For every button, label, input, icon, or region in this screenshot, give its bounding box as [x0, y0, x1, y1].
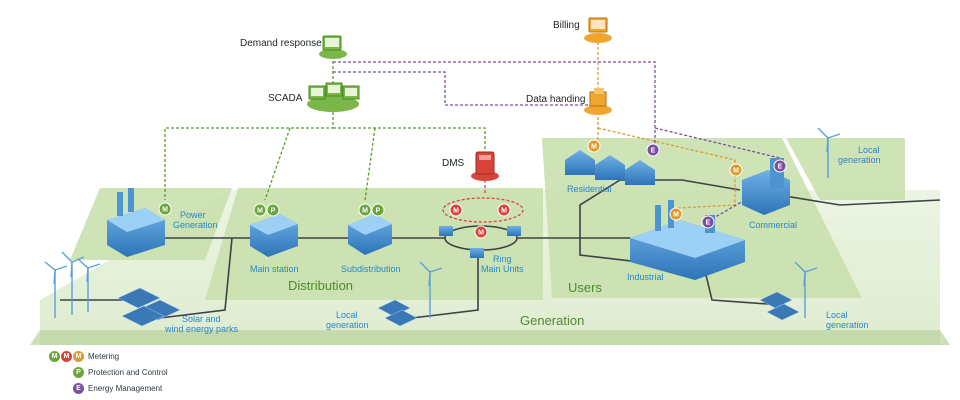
dms-label: DMS [442, 158, 465, 169]
solar-panels-left [117, 287, 181, 327]
subdistribution-metering-badge: M [358, 203, 372, 217]
industrial-energy-badge: E [701, 215, 715, 229]
scada-computers[interactable] [307, 82, 360, 112]
local-generation-top-label-1: Local [858, 145, 880, 155]
svg-text:M: M [673, 212, 679, 219]
svg-text:M: M [501, 208, 507, 215]
local-generation-center-label-1: Local [336, 310, 358, 320]
main-station-building [250, 214, 298, 257]
local-generation-top-label-2: generation [838, 155, 881, 165]
ring-metering-badge-left: M [449, 203, 463, 217]
solar-panels-center [377, 299, 418, 327]
svg-text:P: P [271, 208, 276, 215]
zone-label-users: Users [568, 280, 602, 295]
metering-red-icon: M [61, 350, 72, 362]
commercial-energy-badge: E [773, 159, 787, 173]
legend: M M M Metering P Protection and Control … [40, 348, 168, 396]
subdistribution-building [348, 214, 392, 255]
svg-text:P: P [376, 208, 381, 215]
svg-text:M: M [362, 208, 368, 215]
ring-metering-badge-right: M [497, 203, 511, 217]
legend-row-metering: M M M Metering [40, 348, 168, 364]
svg-text:E: E [778, 164, 783, 171]
power-generation-plant [107, 188, 165, 257]
legend-row-energy: E Energy Management [40, 380, 168, 396]
residential-metering-badge: M [587, 139, 601, 153]
energy-management-icon: E [73, 382, 84, 394]
solar-wind-label-1: Solar and [182, 314, 221, 324]
residential-houses [565, 150, 655, 185]
ring-main-units [439, 226, 521, 258]
dms-server[interactable] [471, 151, 499, 181]
main-station-metering-badge: M [253, 203, 267, 217]
data-handling-computer[interactable] [584, 88, 612, 115]
energy-management-links [333, 61, 781, 221]
solar-wind-label-2: wind energy parks [164, 324, 239, 334]
subdistribution-label: Subdistribution [341, 264, 401, 274]
ring-main-units-label-2: Main Units [481, 264, 524, 274]
metering-orange-icon: M [73, 350, 84, 362]
industrial-metering-badge: M [669, 207, 683, 221]
local-generation-right-label-1: Local [826, 310, 848, 320]
residential-label: Residential [567, 184, 612, 194]
svg-text:E: E [706, 220, 711, 227]
scada-links [164, 56, 486, 201]
svg-text:M: M [591, 144, 597, 151]
dms-links [442, 180, 524, 223]
svg-text:M: M [453, 208, 459, 215]
commercial-metering-badge: M [729, 163, 743, 177]
power-generation-label-1: Power [180, 210, 206, 220]
subdistribution-protection-badge: P [371, 203, 385, 217]
local-generation-zone-right [786, 138, 905, 200]
metering-green-icon: M [49, 350, 60, 362]
svg-text:M: M [478, 230, 484, 237]
power-generation-metering-badge: M [158, 202, 172, 216]
ring-metering-badge-center: M [474, 225, 488, 239]
local-generation-right-label-2: generation [826, 320, 869, 330]
svg-text:M: M [162, 207, 168, 214]
power-network-lines [60, 179, 941, 319]
data-handling-label: Data handing [526, 94, 586, 105]
local-generation-center-label-2: generation [326, 320, 369, 330]
main-station-protection-badge: P [266, 203, 280, 217]
svg-text:M: M [257, 208, 263, 215]
legend-label-protection: Protection and Control [88, 367, 168, 377]
billing-computer[interactable] [584, 17, 612, 43]
scada-label: SCADA [268, 93, 303, 104]
svg-text:M: M [733, 168, 739, 175]
commercial-label: Commercial [749, 220, 797, 230]
svg-text:E: E [651, 148, 656, 155]
billing-label: Billing [553, 20, 580, 31]
protection-icon: P [73, 366, 84, 378]
legend-label-metering: Metering [88, 351, 120, 361]
zone-label-generation: Generation [520, 313, 584, 328]
demand-response-computer[interactable] [319, 35, 347, 59]
residential-energy-badge: E [646, 143, 660, 157]
power-generation-label-2: Generation [173, 220, 218, 230]
main-station-label: Main station [250, 264, 299, 274]
industrial-label: Industrial [627, 272, 664, 282]
ring-main-units-label-1: Ring [493, 254, 512, 264]
legend-row-protection: P Protection and Control [40, 364, 168, 380]
zone-label-distribution: Distribution [288, 278, 353, 293]
wind-turbines [44, 127, 841, 318]
solar-panels-right [759, 291, 800, 321]
demand-response-label: Demand response [240, 38, 322, 49]
legend-label-energy: Energy Management [88, 383, 163, 393]
